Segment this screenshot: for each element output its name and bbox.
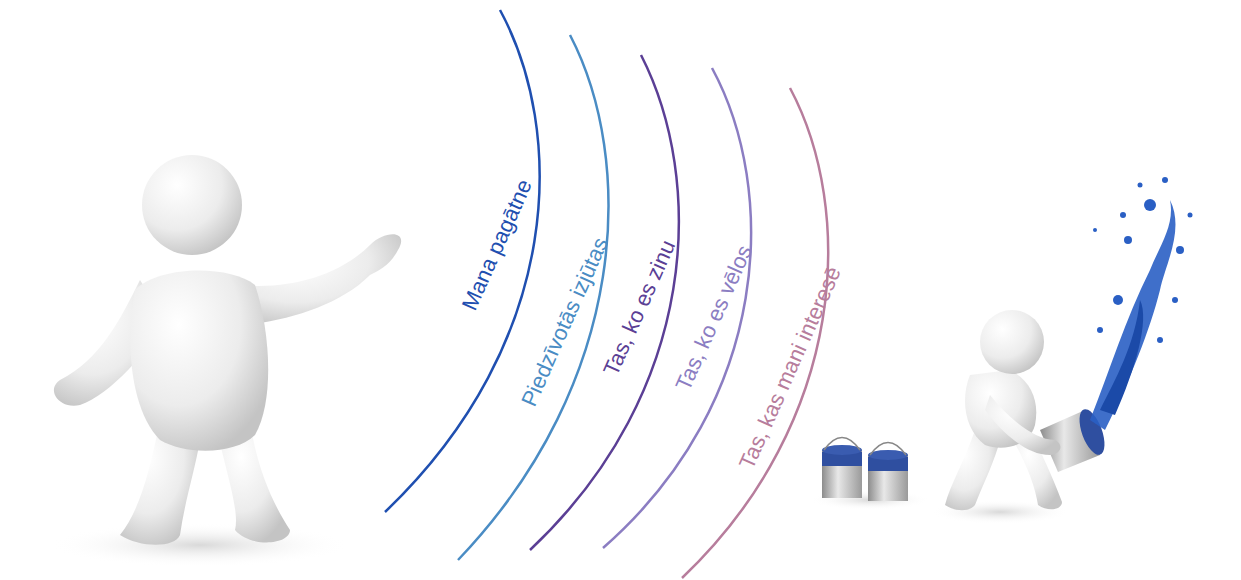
presenter-figure (50, 155, 401, 567)
paint-cans (810, 438, 930, 511)
arc (530, 55, 679, 550)
arc-label: Tas, kas mani interesē (735, 264, 844, 473)
arc-label: Tas, ko es vēlos (672, 242, 756, 394)
painter-figure (930, 310, 1110, 524)
paint-splash (1090, 177, 1193, 430)
arc (385, 10, 540, 512)
arc-label: Tas, ko es zinu (600, 237, 679, 379)
arc-label: Mana pagātne (458, 176, 535, 313)
arcs (385, 10, 828, 578)
